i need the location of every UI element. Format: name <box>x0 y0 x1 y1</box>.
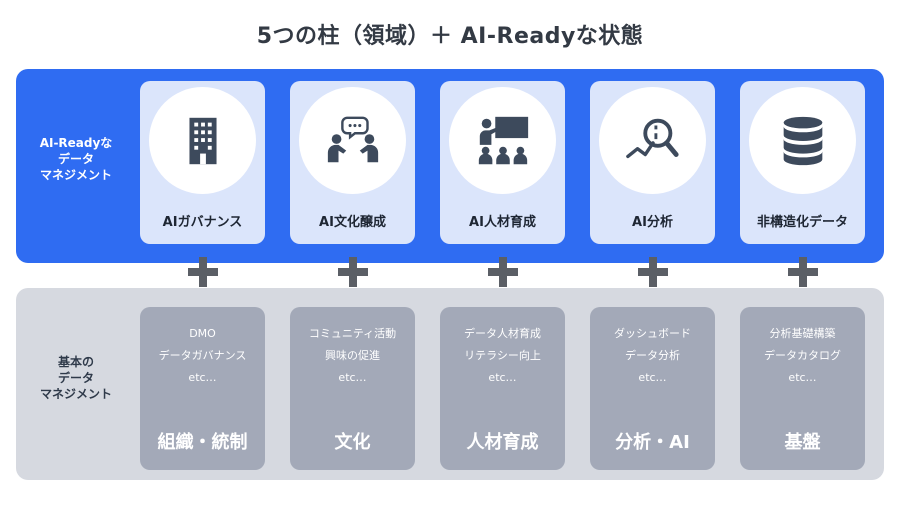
database-icon <box>783 116 822 165</box>
discussion-icon <box>327 116 378 162</box>
band-label-line: 基本の <box>57 355 94 369</box>
base-line: etc… <box>338 371 367 384</box>
base-title: 文化 <box>334 432 371 453</box>
base-line: データ分析 <box>625 349 680 362</box>
band-label-line: AI-Readyな <box>39 136 113 150</box>
base-line: etc… <box>638 371 667 384</box>
page-title: 5つの柱（領域）＋ AI-Readyな状態 <box>256 24 644 49</box>
base-line: etc… <box>188 371 217 384</box>
base-organization: DMO データガバナンス etc… 組織・統制 <box>140 307 265 470</box>
presentation-icon <box>478 116 528 164</box>
pillar-icon-circle <box>599 87 706 194</box>
pillar-ai-culture: AI文化醸成 <box>290 81 415 244</box>
base-line: ダッシュボード <box>614 327 691 340</box>
plus-icon <box>338 257 368 287</box>
pillar-label: 非構造化データ <box>756 215 848 230</box>
band-label-line: データ <box>57 152 94 166</box>
pillar-icon-circle <box>299 87 406 194</box>
base-line: データカタログ <box>764 349 841 362</box>
plus-icon <box>188 257 218 287</box>
foundation-band: 基本の データ マネジメント DMO データガバナンス etc… 組織・統制 コ… <box>16 288 884 480</box>
pillar-unstructured-data: 非構造化データ <box>740 81 865 244</box>
base-title: 人材育成 <box>466 432 539 453</box>
base-line: データ人材育成 <box>464 327 541 340</box>
plus-icon <box>638 257 668 287</box>
ai-ready-band: AI-Readyな データ マネジメント AIガバナンス <box>16 69 884 263</box>
base-line: etc… <box>788 371 817 384</box>
base-line: リテラシー向上 <box>464 349 541 362</box>
pillar-ai-talent: AI人材育成 <box>440 81 565 244</box>
pillar-icon-circle <box>749 87 856 194</box>
ai-ready-band-label: AI-Readyな データ マネジメント <box>16 135 136 183</box>
plus-icon <box>788 257 818 287</box>
base-line: コミュニティ活動 <box>308 327 397 340</box>
foundation-band-label: 基本の データ マネジメント <box>16 354 136 402</box>
plus-icon <box>488 257 518 287</box>
pillar-ai-analysis: AI分析 <box>590 81 715 244</box>
base-title: 基盤 <box>784 432 821 453</box>
base-culture: コミュニティ活動 興味の促進 etc… 文化 <box>290 307 415 470</box>
base-title: 組織・統制 <box>157 432 248 453</box>
base-talent: データ人材育成 リテラシー向上 etc… 人材育成 <box>440 307 565 470</box>
base-line: 興味の促進 <box>325 349 380 362</box>
base-title: 分析・AI <box>615 432 690 453</box>
base-line: データガバナンス <box>158 349 247 362</box>
pillar-label: AI分析 <box>632 215 673 230</box>
building-icon <box>188 117 217 164</box>
base-line: 分析基礎構築 <box>769 327 836 340</box>
pillar-label: AI人材育成 <box>469 215 536 230</box>
magnifier-chart-icon <box>625 118 679 158</box>
base-line: etc… <box>488 371 517 384</box>
pillar-icon-circle <box>149 87 256 194</box>
pillar-label: AIガバナンス <box>162 215 243 230</box>
band-label-line: データ <box>57 371 94 385</box>
pillar-label: AI文化醸成 <box>319 215 386 230</box>
band-label-line: マネジメント <box>39 168 112 182</box>
base-analysis: ダッシュボード データ分析 etc… 分析・AI <box>590 307 715 470</box>
band-label-line: マネジメント <box>39 387 112 401</box>
pillar-ai-governance: AIガバナンス <box>140 81 265 244</box>
base-infrastructure: 分析基礎構築 データカタログ etc… 基盤 <box>740 307 865 470</box>
base-line: DMO <box>189 327 216 340</box>
pillar-icon-circle <box>449 87 556 194</box>
